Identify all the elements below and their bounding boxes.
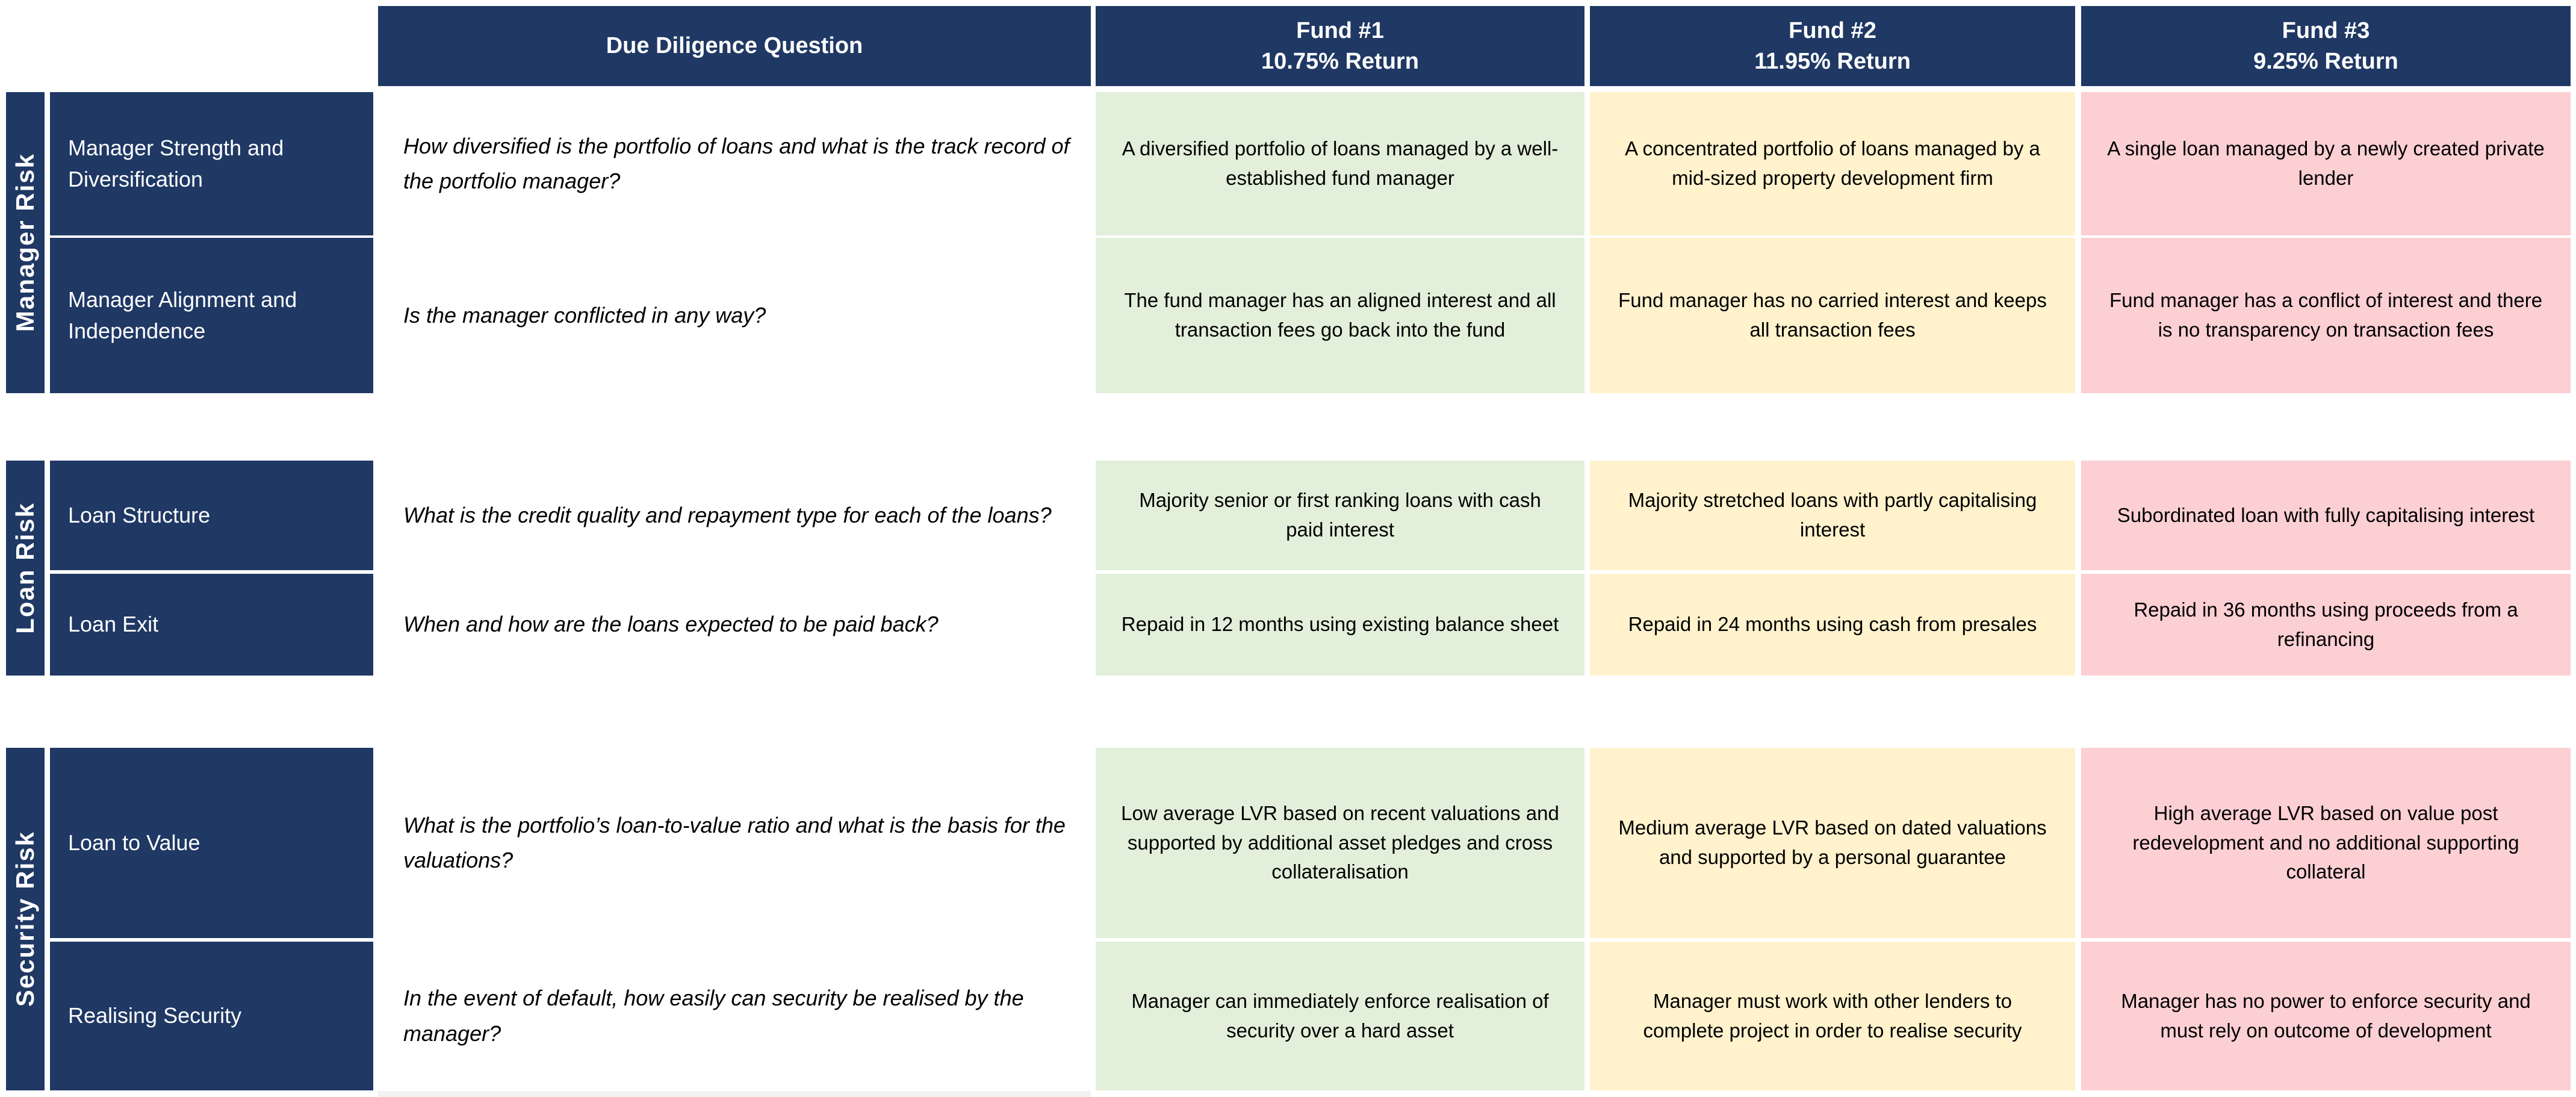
header-due-diligence-question: Due Diligence Question [378,6,1091,86]
answer-fund2-loan-exit: Repaid in 24 months using cash from pres… [1590,574,2075,676]
answer-fund3-manager-strength: A single loan managed by a newly created… [2081,92,2571,235]
security-risk-label: Security Risk [11,831,39,1007]
fund1-return: 10.75% Return [1261,48,1419,74]
answer-fund2-loan-structure: Majority stretched loans with partly cap… [1590,461,2075,570]
answer-fund3-manager-alignment: Fund manager has a conflict of interest … [2081,238,2571,393]
header-fund1: Fund #1 10.75% Return [1096,6,1584,86]
question-loan-to-value: What is the portfolio’s loan-to-value ra… [378,748,1091,938]
answer-fund2-manager-alignment: Fund manager has no carried interest and… [1590,238,2075,393]
header-question-label: Due Diligence Question [606,33,863,59]
answer-fund2-realising-security: Manager must work with other lenders to … [1590,942,2075,1090]
risk-group-manager-risk: Manager Risk [6,92,45,393]
fund1-name: Fund #1 [1296,18,1384,44]
fund2-return: 11.95% Return [1754,48,1911,74]
answer-fund1-loan-to-value: Low average LVR based on recent valuatio… [1096,748,1584,938]
answer-fund2-manager-strength: A concentrated portfolio of loans manage… [1590,92,2075,235]
header-fund3: Fund #3 9.25% Return [2081,6,2571,86]
cropped-next-row-fragment [378,1091,1091,1097]
answer-fund3-realising-security: Manager has no power to enforce security… [2081,942,2571,1090]
answer-fund3-loan-exit: Repaid in 36 months using proceeds from … [2081,574,2571,676]
row-label-loan-structure: Loan Structure [50,461,373,570]
risk-group-loan-risk: Loan Risk [6,461,45,676]
question-loan-exit: When and how are the loans expected to b… [378,574,1091,676]
answer-fund2-loan-to-value: Medium average LVR based on dated valuat… [1590,748,2075,938]
row-label-loan-to-value: Loan to Value [50,748,373,938]
fund3-return: 9.25% Return [2253,48,2398,74]
answer-fund3-loan-structure: Subordinated loan with fully capitalisin… [2081,461,2571,570]
answer-fund1-manager-alignment: The fund manager has an aligned interest… [1096,238,1584,393]
question-manager-strength: How diversified is the portfolio of loan… [378,92,1091,235]
fund2-name: Fund #2 [1789,18,1876,44]
answer-fund1-manager-strength: A diversified portfolio of loans managed… [1096,92,1584,235]
header-fund2: Fund #2 11.95% Return [1590,6,2075,86]
question-realising-security: In the event of default, how easily can … [378,942,1091,1090]
answer-fund1-loan-exit: Repaid in 12 months using existing balan… [1096,574,1584,676]
row-label-realising-security: Realising Security [50,942,373,1090]
answer-fund1-realising-security: Manager can immediately enforce realisat… [1096,942,1584,1090]
row-label-manager-strength: Manager Strength and Diversification [50,92,373,235]
row-label-manager-alignment: Manager Alignment and Independence [50,238,373,393]
question-manager-alignment: Is the manager conflicted in any way? [378,238,1091,393]
loan-risk-label: Loan Risk [11,502,39,634]
question-loan-structure: What is the credit quality and repayment… [378,461,1091,570]
answer-fund3-loan-to-value: High average LVR based on value post red… [2081,748,2571,938]
answer-fund1-loan-structure: Majority senior or first ranking loans w… [1096,461,1584,570]
fund3-name: Fund #3 [2282,18,2370,44]
manager-risk-label: Manager Risk [11,153,39,332]
row-label-loan-exit: Loan Exit [50,574,373,676]
risk-group-security-risk: Security Risk [6,748,45,1090]
